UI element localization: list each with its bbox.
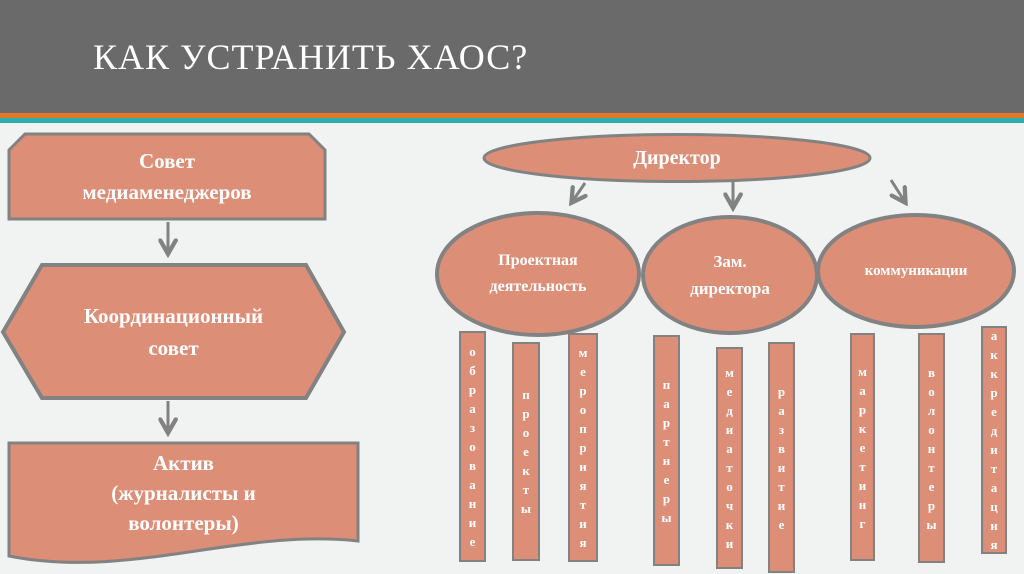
bar-label: р а з в и т и е (777, 383, 786, 532)
connector-director-to-projects (572, 182, 585, 202)
node-label-line: медиаменеджеров (82, 179, 252, 204)
node-media-council: Совет медиаменеджеров (9, 134, 325, 219)
node-label-line: Совет (138, 148, 196, 173)
node-coordination-council: Координационный совет (3, 265, 344, 398)
node-communications: коммуникации (818, 215, 1014, 327)
node-label-line: Актив (152, 451, 215, 475)
node-label-line: директора (690, 279, 770, 298)
bar-mediatochki: м е д и а т о ч к и (716, 347, 743, 569)
node-label-line: Проектная (498, 252, 578, 269)
bar-meropriyatiya: м е р о п р и я т и я (568, 333, 598, 562)
bar-akkreditatsiya: а к к р е д и т а ц и я (981, 326, 1007, 554)
bar-label: а к к р е д и т а ц и я (990, 328, 998, 552)
node-project-activity: Проектная деятельность (437, 213, 639, 335)
node-deputy-director: Зам. директора (643, 217, 817, 333)
bar-marketing: м а р к е т и н г (850, 333, 875, 561)
node-director: Директор (484, 135, 870, 181)
bar-partnery: п а р т н е р ы (653, 335, 680, 566)
bar-label: м е р о п р и я т и я (578, 345, 588, 550)
node-active: Актив (журналисты и волонтеры) (9, 443, 358, 543)
bar-label: в о л о н т е р ы (926, 364, 937, 532)
bar-volontery: в о л о н т е р ы (918, 333, 945, 563)
slide-header: КАК УСТРАНИТЬ ХАОС? (0, 0, 1024, 113)
node-label-line: деятельность (489, 278, 587, 295)
node-label-line: Координационный (83, 303, 264, 328)
node-label-line: Зам. (713, 252, 747, 271)
bar-obrazovanie: о б р а з о в а н и е (459, 331, 486, 562)
bar-label: м е д и а т о ч к и (725, 365, 734, 551)
bar-label: м а р к е т и н г (858, 363, 867, 531)
node-label-line: Директор (633, 146, 721, 169)
accent-stripe-orange (0, 113, 1024, 118)
bar-proekty: п р о е к т ы (512, 342, 540, 561)
node-label-line: совет (148, 335, 199, 360)
node-label-line: (журналисты и (111, 481, 256, 505)
bar-label: п р о е к т ы (520, 387, 532, 516)
node-label-line: волонтеры) (128, 511, 239, 535)
connector-director-to-communications (891, 179, 905, 202)
bar-label: п а р т н е р ы (661, 376, 672, 525)
bar-razvitie: р а з в и т и е (768, 342, 795, 573)
bar-label: о б р а з о в а н и е (468, 344, 477, 549)
slide-title: КАК УСТРАНИТЬ ХАОС? (93, 36, 529, 77)
accent-stripe-teal (0, 118, 1024, 123)
node-label-line: коммуникации (864, 262, 968, 279)
